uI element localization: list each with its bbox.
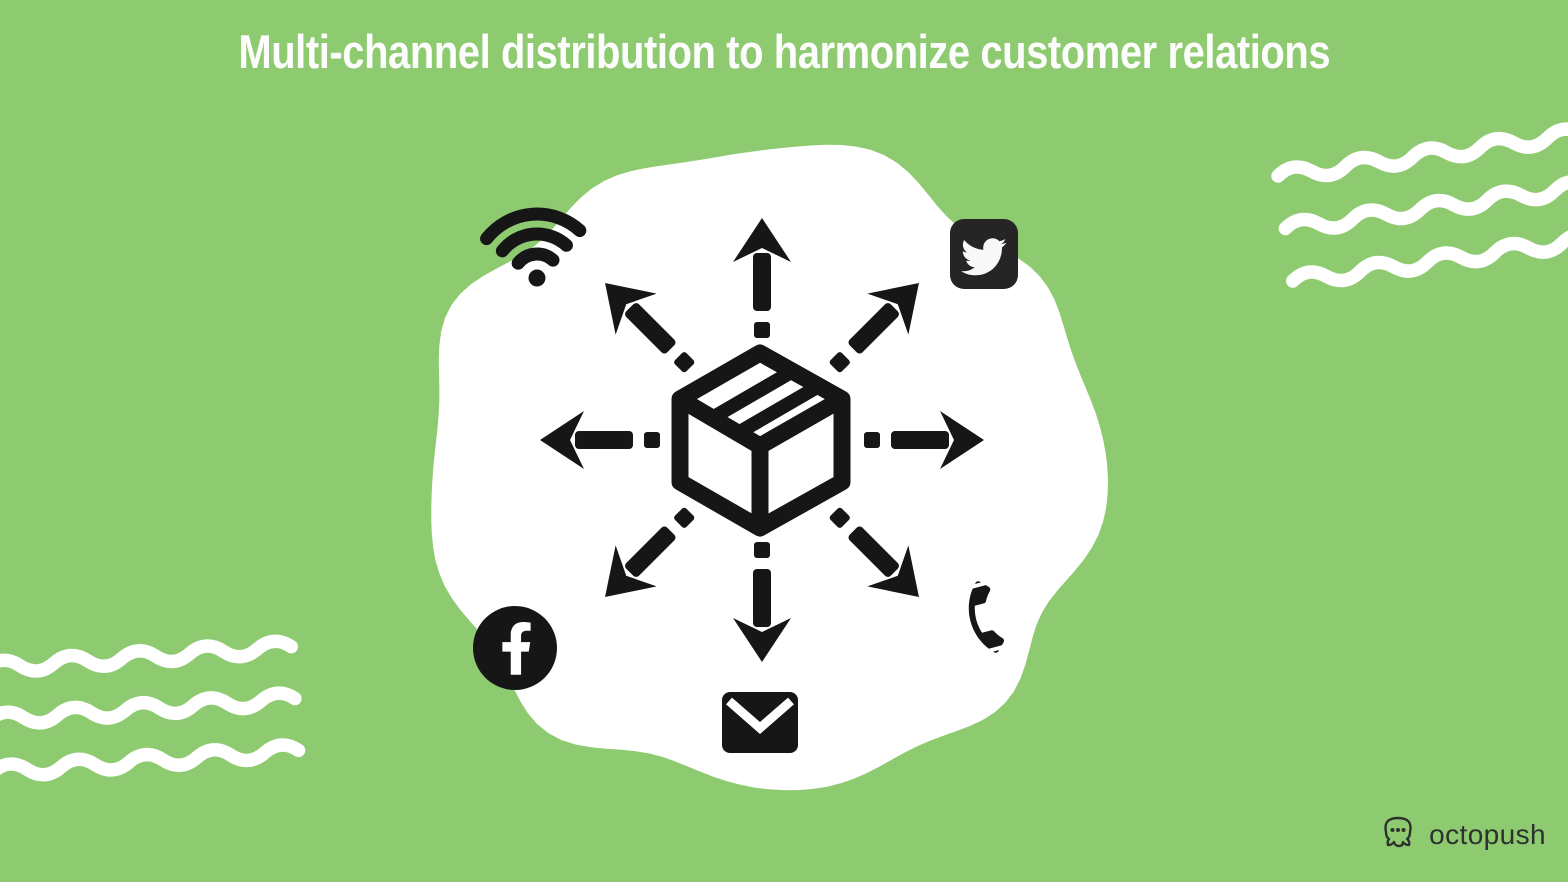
- package-icon: [671, 344, 851, 537]
- squiggle-line: [0, 744, 299, 778]
- brand-logo: octopush: [1376, 812, 1546, 858]
- facebook-icon: [473, 606, 557, 690]
- brand-name: octopush: [1429, 819, 1546, 850]
- octopus-icon: [1384, 816, 1412, 848]
- squiggle-line: [1292, 232, 1568, 287]
- squiggle-line: [1284, 179, 1568, 234]
- wifi-icon: [480, 207, 587, 287]
- squiggle-group-bottom-left: [0, 640, 299, 778]
- squiggle-line: [0, 692, 295, 726]
- phone-icon: [968, 580, 1005, 654]
- squiggle-group-top-right: [1277, 127, 1568, 287]
- squiggle-line: [1277, 127, 1568, 182]
- twitter-icon: [950, 219, 1018, 289]
- squiggle-line: [0, 640, 292, 674]
- email-icon: [722, 692, 798, 753]
